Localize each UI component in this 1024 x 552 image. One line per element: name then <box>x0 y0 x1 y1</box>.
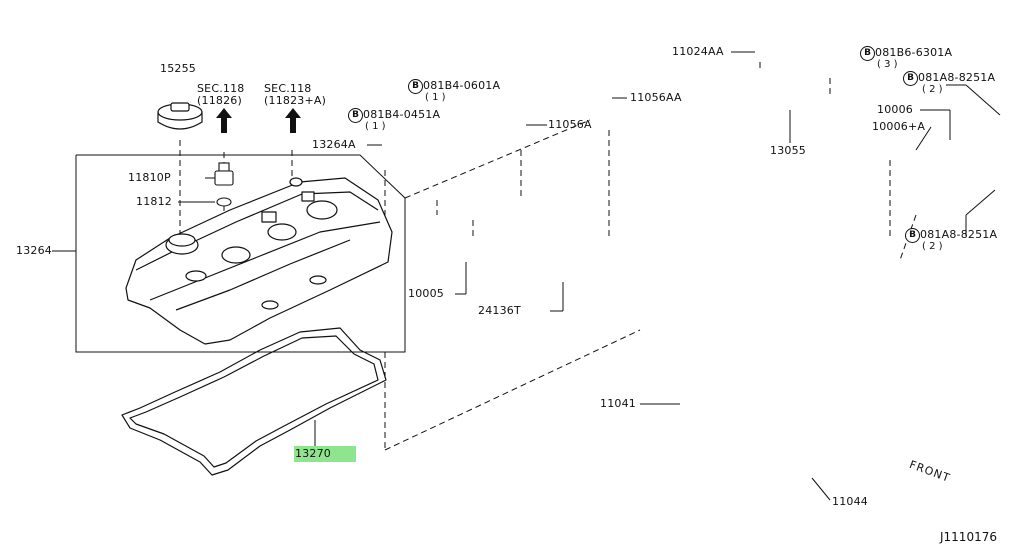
part-label-13270[interactable]: 13270 <box>295 447 331 460</box>
sec-118-label-b[interactable]: SEC.118 <box>264 82 312 95</box>
bolt-symbol-icon: B <box>903 71 918 86</box>
bolt-symbol-icon: B <box>408 79 423 94</box>
part-label-081b4-0601a[interactable]: 081B4-0601A <box>423 79 501 92</box>
part-label-13264[interactable]: 13264 <box>16 244 52 257</box>
sec-118-sub-a: (11826) <box>197 94 242 107</box>
part-label-11056a[interactable]: 11056A <box>548 118 592 131</box>
part-label-15255[interactable]: 15255 <box>160 62 196 75</box>
part-label-081b6-6301a[interactable]: 081B6-6301A <box>875 46 953 59</box>
up-arrow-icon <box>216 108 301 133</box>
bolt-symbol-icon: B <box>905 228 920 243</box>
sec-118-label-a[interactable]: SEC.118 <box>197 82 245 95</box>
part-label-10005[interactable]: 10005 <box>408 287 444 300</box>
qty-081a8-8251a-bottom: ( 2 ) <box>922 241 943 252</box>
part-label-11024aa[interactable]: 11024AA <box>672 45 724 58</box>
part-label-13055[interactable]: 13055 <box>770 144 806 157</box>
part-label-11056aa[interactable]: 11056AA <box>630 91 682 104</box>
part-label-11812[interactable]: 11812 <box>136 195 172 208</box>
qty-081b4-0451a: ( 1 ) <box>365 121 386 132</box>
part-label-11041[interactable]: 11041 <box>600 397 636 410</box>
bolt-symbol-icon: B <box>860 46 875 61</box>
part-label-24136t[interactable]: 24136T <box>478 304 521 317</box>
qty-081a8-8251a-top: ( 2 ) <box>922 84 943 95</box>
reference-code: J1110176 <box>940 530 997 544</box>
part-label-10006a[interactable]: 10006+A <box>872 120 926 133</box>
qty-081b4-0601a: ( 1 ) <box>425 92 446 103</box>
bolt-symbol-icon: B <box>348 108 363 123</box>
part-label-11810p[interactable]: 11810P <box>128 171 171 184</box>
part-label-081a8-8251a-bottom[interactable]: 081A8-8251A <box>920 228 998 241</box>
part-label-081b4-0451a[interactable]: 081B4-0451A <box>363 108 441 121</box>
part-label-10006[interactable]: 10006 <box>877 103 913 116</box>
part-label-11044[interactable]: 11044 <box>832 495 868 508</box>
part-label-13264a[interactable]: 13264A <box>312 138 356 151</box>
part-label-081a8-8251a-top[interactable]: 081A8-8251A <box>918 71 996 84</box>
highlight-13270 <box>294 446 356 462</box>
qty-081b6-6301a: ( 3 ) <box>877 59 898 70</box>
sec-118-sub-b: (11823+A) <box>264 94 327 107</box>
